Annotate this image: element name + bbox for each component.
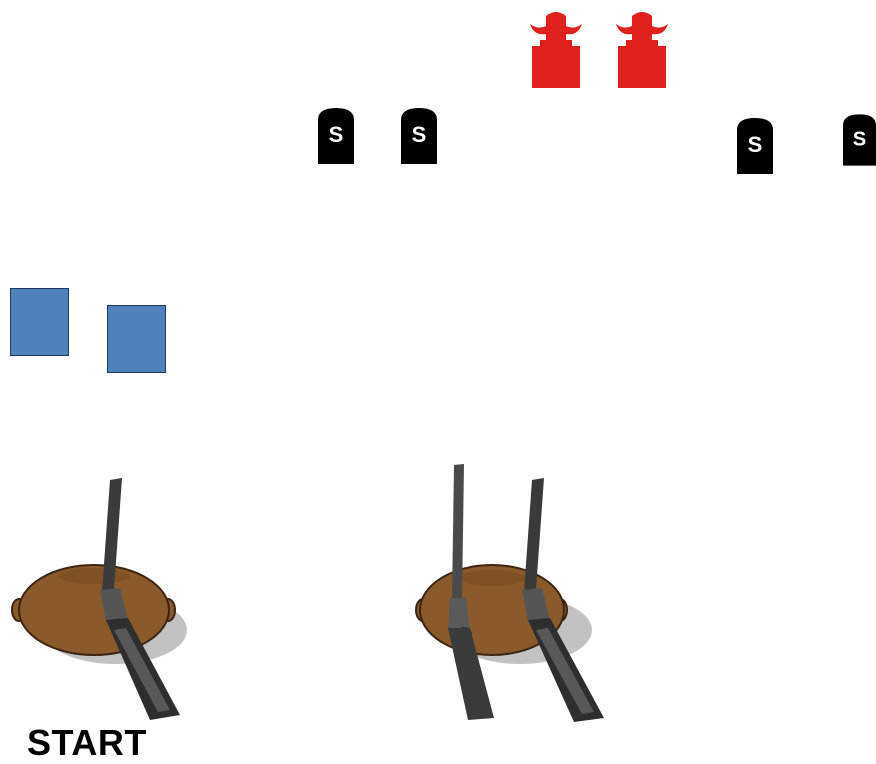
cowboy-target-icon — [528, 6, 584, 88]
steel-plate-letter: S — [853, 129, 866, 151]
steel-plate-icon: S — [843, 112, 876, 168]
steel-plate-icon: S — [318, 108, 354, 164]
paper-target-icon — [107, 305, 166, 373]
steel-plate-icon: S — [401, 108, 437, 164]
start-label: START — [27, 722, 147, 764]
steel-plate-letter: S — [412, 122, 427, 147]
barrel-icon — [12, 565, 187, 664]
paper-target-icon — [10, 288, 69, 356]
steel-plate-letter: S — [748, 132, 763, 157]
steel-plate-letter: S — [329, 122, 344, 147]
steel-plate-icon: S — [737, 118, 773, 174]
barrel-with-guns-group — [410, 460, 610, 730]
barrel-with-gun-group — [10, 470, 190, 730]
cowboy-target-icon — [614, 6, 670, 88]
